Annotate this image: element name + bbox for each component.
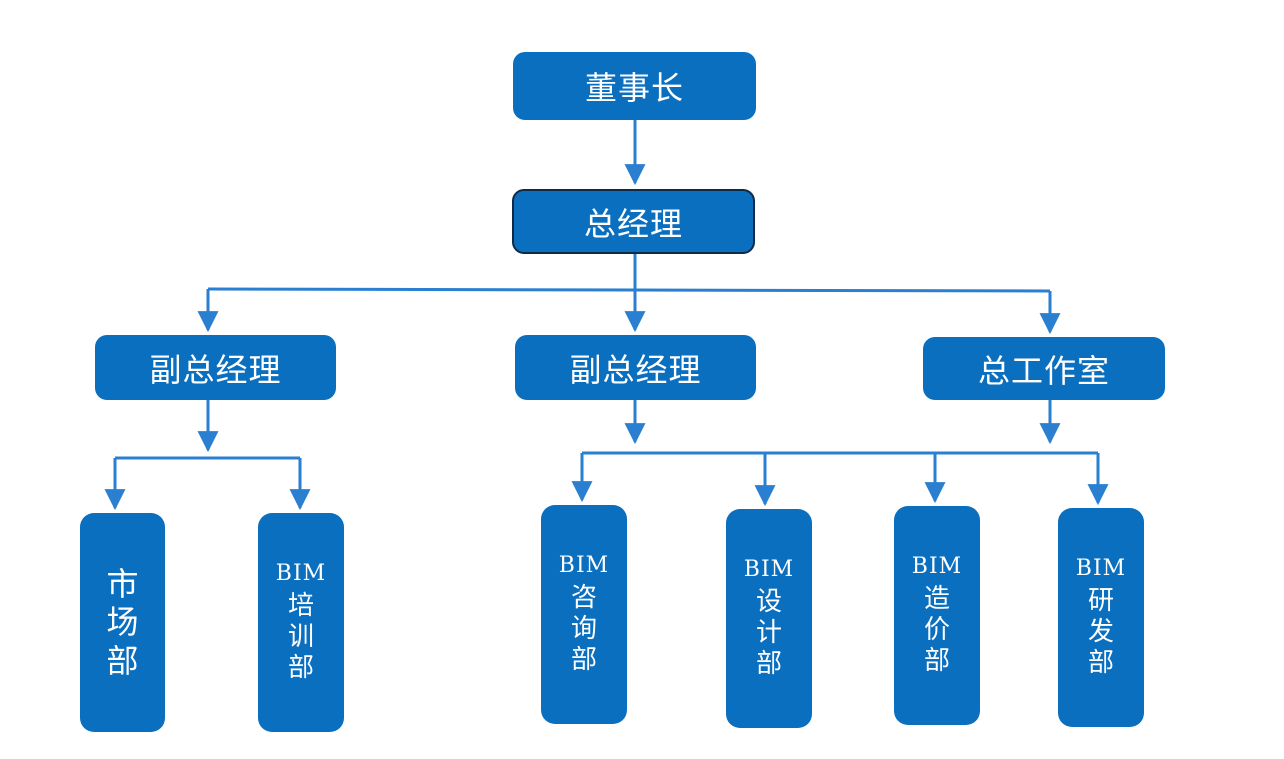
edge-general-manager-bus: [207, 287, 1051, 293]
dept-char: 询: [570, 614, 597, 645]
dept-abbr: BIM: [558, 552, 610, 578]
node-chairman: 董事长: [513, 52, 756, 120]
dept-name: 咨 询 部: [571, 583, 597, 677]
node-deputy-gm-center: 副总经理: [515, 335, 756, 400]
dept-char: 部: [287, 653, 314, 684]
dept-name: 研 发 部: [1088, 586, 1114, 680]
dept-name: 培 训 部: [288, 591, 314, 685]
dept-name: 造 价 部: [924, 584, 950, 678]
node-bim-costing-dept: BIM 造 价 部: [894, 506, 980, 725]
dept-char: 设: [755, 586, 782, 617]
dept-abbr: BIM: [275, 560, 327, 586]
node-deputy-gm-left: 副总经理: [95, 335, 336, 400]
dept-char: 部: [106, 641, 139, 680]
dept-char: 培: [287, 590, 314, 621]
dept-abbr: BIM: [743, 556, 795, 582]
dept-char: 咨: [570, 582, 597, 613]
node-chief-engineer-office: 总工作室: [923, 337, 1165, 400]
dept-name: 市 场 部: [106, 565, 138, 680]
dept-char: 场: [106, 603, 139, 642]
node-bim-design-dept: BIM 设 计 部: [726, 509, 812, 728]
dept-char: 价: [923, 615, 950, 646]
node-general-manager: 总经理: [512, 189, 755, 254]
dept-abbr: BIM: [911, 553, 963, 579]
dept-char: 部: [1087, 648, 1114, 679]
node-bim-rnd-dept: BIM 研 发 部: [1058, 508, 1144, 727]
dept-char: 市: [106, 564, 139, 603]
node-bim-training-dept: BIM 培 训 部: [258, 513, 344, 732]
node-marketing-dept: 市 场 部: [80, 513, 165, 732]
dept-char: 部: [755, 649, 782, 680]
dept-char: 造: [923, 583, 950, 614]
node-bim-consulting-dept: BIM 咨 询 部: [541, 505, 627, 724]
dept-char: 部: [923, 646, 950, 677]
dept-char: 研: [1087, 585, 1114, 616]
dept-abbr: BIM: [1075, 555, 1127, 581]
dept-char: 训: [287, 622, 314, 653]
dept-char: 部: [570, 645, 597, 676]
dept-name: 设 计 部: [756, 587, 782, 681]
dept-char: 计: [755, 618, 782, 649]
dept-char: 发: [1087, 617, 1114, 648]
